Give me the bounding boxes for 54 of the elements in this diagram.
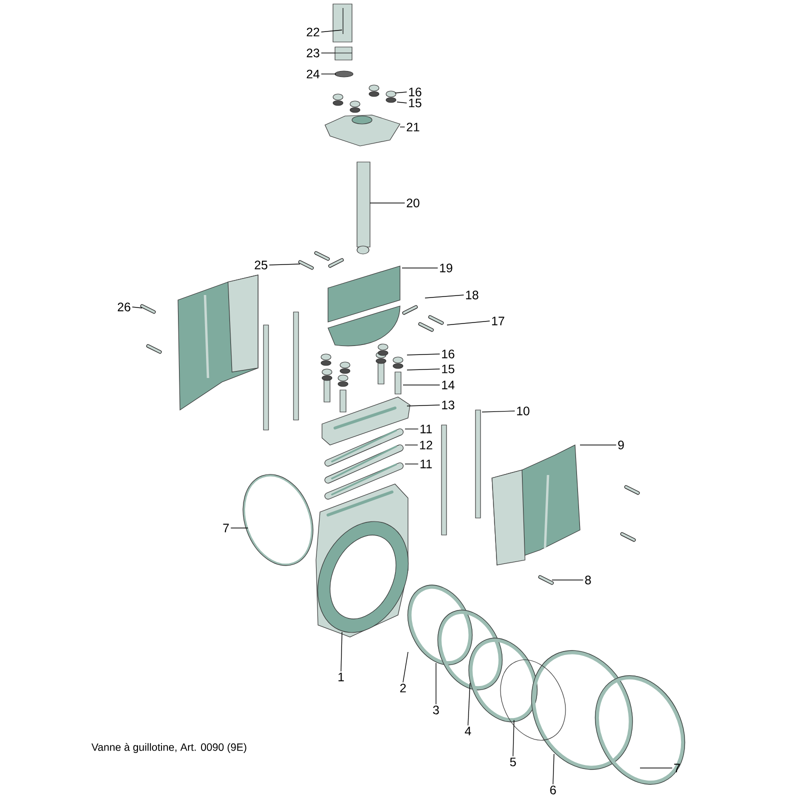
- callout-number: 26: [118, 302, 130, 312]
- leader-line: [320, 30, 342, 32]
- callout-number: 4: [464, 726, 472, 736]
- leader-line: [132, 306, 142, 308]
- leader-line: [402, 384, 440, 386]
- caption: Vanne à guillotine, Art. 0090 (9E): [91, 743, 246, 753]
- leader-line: [404, 428, 419, 430]
- leader-line: [400, 126, 406, 128]
- callout-number: 22: [306, 28, 320, 36]
- callout-number: 19: [440, 264, 452, 272]
- leader-line: [402, 652, 408, 683]
- callout-number: 5: [510, 758, 516, 766]
- leader-line: [396, 102, 408, 104]
- leader-line: [340, 632, 342, 672]
- leader-line: [406, 368, 440, 370]
- callout-number: 14: [442, 380, 454, 390]
- callout-number: 8: [585, 576, 591, 584]
- leader-line: [468, 682, 470, 726]
- callout-number: 23: [306, 48, 320, 58]
- callout-number: 2: [400, 684, 406, 692]
- callout-number: 15: [442, 364, 454, 374]
- leader-line: [320, 52, 336, 54]
- callout-number: 18: [466, 290, 478, 300]
- callout-number: 1: [338, 672, 344, 682]
- leader-line: [512, 720, 514, 757]
- leader-line: [268, 264, 300, 266]
- callout-number: 21: [406, 122, 420, 132]
- leader-line: [552, 754, 554, 785]
- leader-line: [394, 92, 408, 94]
- leader-line: [580, 444, 617, 446]
- callout-number: 15: [409, 98, 422, 108]
- callout-number: 3: [433, 706, 439, 714]
- leader-line: [404, 444, 418, 446]
- callout-number: 16: [442, 350, 454, 358]
- callout-number: 10: [517, 406, 530, 416]
- callout-number: 6: [550, 786, 556, 794]
- leader-line: [370, 202, 406, 204]
- callout-number: 17: [492, 316, 504, 326]
- callout-number: 12: [420, 440, 432, 450]
- leader-line: [424, 294, 464, 298]
- callout-number: 7: [674, 764, 680, 772]
- callout-number: 9: [618, 440, 624, 450]
- callout-number: 13: [442, 400, 454, 410]
- callout-number: 24: [306, 70, 320, 78]
- callout-number: 16: [409, 88, 422, 96]
- callout-number: 25: [254, 260, 268, 270]
- leader-line: [482, 410, 516, 412]
- callout-number: 20: [406, 198, 420, 208]
- callout-number: 11: [420, 424, 432, 434]
- leader-line: [406, 354, 440, 356]
- callout-number: 7: [223, 524, 229, 532]
- leader-line: [406, 404, 440, 406]
- callout-number: 11: [420, 460, 432, 468]
- leader-line: [446, 320, 490, 326]
